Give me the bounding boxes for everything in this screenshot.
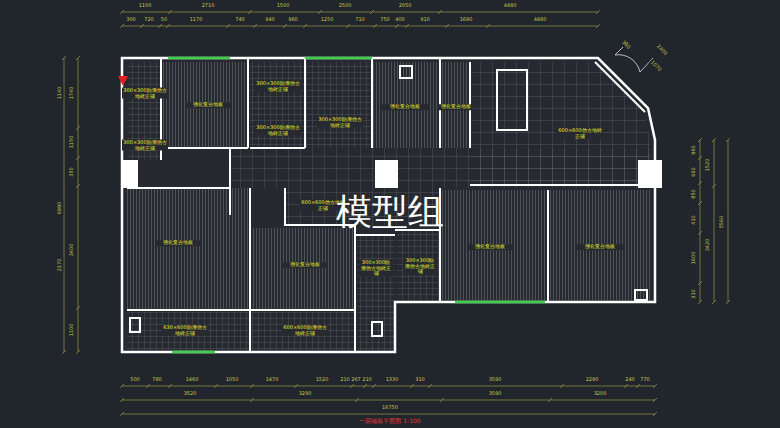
dimension-text: 1100 [138,3,153,9]
floor-finish-label: 300×300防滑仿古地砖正铺 [317,117,363,128]
dimension-text: 710 [354,17,366,23]
floor-finish-label: 强化复合地板 [382,104,428,110]
floor-finish-label: 630×600防滑仿古地砖正铺 [162,325,208,336]
dimension-text: 1470 [265,377,280,383]
floor-finish-label: 300×300防滑仿古地砖正铺 [359,260,393,277]
dimension-text: 6990 [57,201,63,216]
floor-finish-label: 300×300防滑仿古地砖正铺 [255,125,301,136]
dimension-text: 5560 [719,215,725,230]
dimension-text: 3400 [69,243,75,258]
dimension-text: 2170 [57,258,63,273]
dimension-text: 2400 [655,43,669,57]
dimension-text: 267 [350,377,362,383]
dimension-text: 400 [394,17,406,23]
floor-finish-label: 300×300防滑仿古地砖正铺 [122,88,168,99]
dimension-text: 4480 [533,17,548,23]
dimension-text: 3200 [593,391,608,397]
dimension-text: 1600 [691,251,697,266]
dimension-text: 1520 [705,158,711,173]
dimension-text: 3520 [183,391,198,397]
dimension-text: 780 [151,377,163,383]
dimension-text: 850 [691,188,697,200]
dimension-text: 16750 [381,405,399,411]
dimension-text: 940 [264,17,276,23]
dimension-text: 210 [339,377,351,383]
dimension-text: 2710 [201,3,216,9]
dimension-text: 2290 [585,377,600,383]
dimension-text: 2500 [338,3,353,9]
dimension-text: 1250 [320,17,335,23]
dimension-text: 1500 [276,3,291,9]
dimension-text: 310 [414,377,426,383]
dimension-text: 1170 [189,17,204,23]
dimension-text: 50 [160,17,168,23]
dimension-text: 240 [624,377,636,383]
dimension-text: 1460 [185,377,200,383]
dimension-text: 960 [691,144,697,156]
floor-finish-label: 强化复合地板 [467,244,513,250]
floor-finish-label: 强化复合地板 [155,240,201,246]
floor-finish-label: 强化复合地板 [577,244,623,250]
watermark: 模型组 [336,192,444,232]
floor-finish-label: 300×300防滑仿古地砖正铺 [122,140,168,151]
dimension-text: 1140 [57,86,63,101]
dimension-text: 1330 [385,377,400,383]
dimension-text: 1070 [649,59,663,73]
dimension-text: 3290 [298,391,313,397]
dimension-text: 910 [419,17,431,23]
dimension-text: 960 [287,17,299,23]
dimension-text: 720 [143,17,155,23]
dimension-text: 4480 [503,3,518,9]
dimension-text: 770 [639,377,651,383]
dimension-text: 500 [129,377,141,383]
dimension-text: 1520 [315,377,330,383]
dimension-text: 350 [69,166,75,178]
dimension-text: 1690 [459,17,474,23]
dimension-text: 740 [234,17,246,23]
dimension-text: 1740 [69,86,75,101]
floor-finish-label: 300×300防滑仿古地砖正铺 [403,258,437,275]
dimension-text: 750 [379,17,391,23]
floor-finish-label: 600×600防滑仿古地砖正铺 [282,325,328,336]
dimension-text: 310 [691,288,697,300]
dimension-text: 210 [361,377,373,383]
floor-finish-label: 300×300防滑仿古地砖正铺 [255,81,301,92]
dimension-text: 300 [125,17,137,23]
dimension-text: 410 [691,214,697,226]
dimension-text: 1050 [225,377,240,383]
dimension-text: 660 [691,166,697,178]
floor-finish-label: 强化复合地板 [282,262,328,268]
dimension-text: 3420 [705,238,711,253]
dimension-text: 2050 [398,3,413,9]
floor-finish-label: 600×600仿古地砖正铺 [557,128,603,139]
floor-finish-label: 强化复合地板 [185,102,231,108]
dimension-text: 1150 [69,135,75,150]
dimension-text: 3590 [488,391,503,397]
drawing-caption: 一层铺装平面图 1:100 [358,418,421,425]
dimension-text: 1100 [69,323,75,338]
dimension-text: 360 [620,39,632,51]
dimension-text: 3590 [488,377,503,383]
floor-finish-label: 强化复合地板 [439,104,473,110]
